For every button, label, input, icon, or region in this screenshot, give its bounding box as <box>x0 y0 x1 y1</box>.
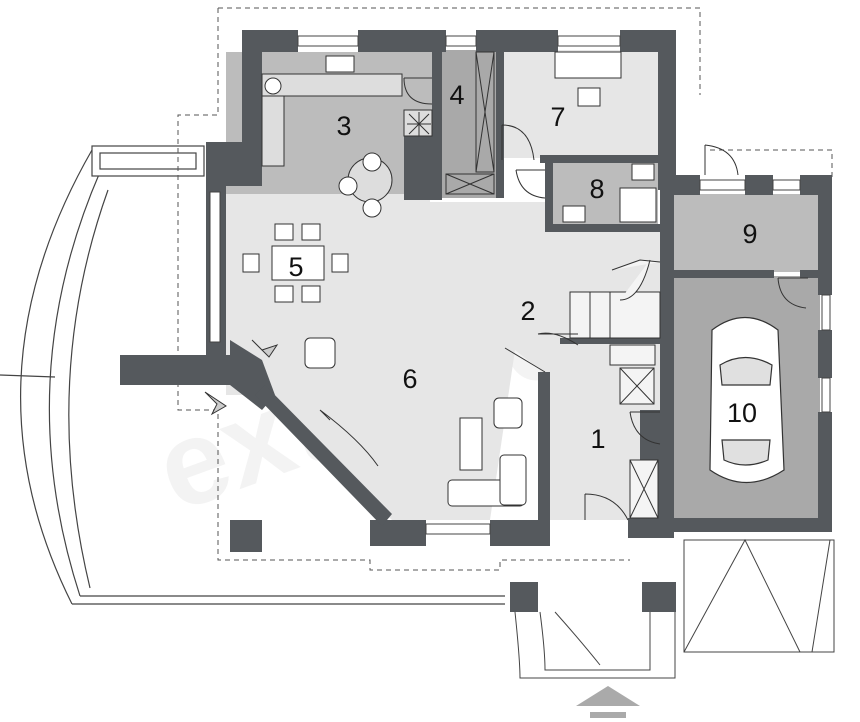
windows <box>209 35 831 535</box>
entrance-arrow-icon <box>576 686 640 718</box>
room-label-7: 7 <box>550 102 565 132</box>
room-label-3: 3 <box>336 111 351 141</box>
kitchen-counters <box>261 55 433 218</box>
floor-pantry <box>440 50 496 198</box>
stove-icon <box>264 77 282 95</box>
pantry-shelves <box>445 51 495 195</box>
dining-set <box>242 223 349 303</box>
fireplace-icon <box>204 339 279 416</box>
roof-overhang <box>177 7 833 571</box>
room-labels: 1 2 3 4 5 6 7 8 9 10 <box>288 80 757 454</box>
study-furniture <box>554 51 622 107</box>
room-label-10: 10 <box>727 398 757 428</box>
sink-icon <box>325 55 355 73</box>
entrance-steps <box>514 538 835 679</box>
room-label-9: 9 <box>742 219 757 249</box>
car-icon <box>709 317 785 484</box>
living-furniture <box>304 337 527 507</box>
room-label-8: 8 <box>589 174 604 204</box>
walls <box>120 30 832 612</box>
room-label-1: 1 <box>590 424 605 454</box>
room-label-6: 6 <box>402 364 417 394</box>
doors <box>319 77 808 521</box>
room-label-5: 5 <box>288 252 303 282</box>
terrace <box>0 145 505 605</box>
floor-boiler <box>674 194 820 272</box>
staircase <box>569 259 661 519</box>
bath-fixtures <box>562 163 657 223</box>
room-label-2: 2 <box>520 296 535 326</box>
room-label-4: 4 <box>449 80 464 110</box>
